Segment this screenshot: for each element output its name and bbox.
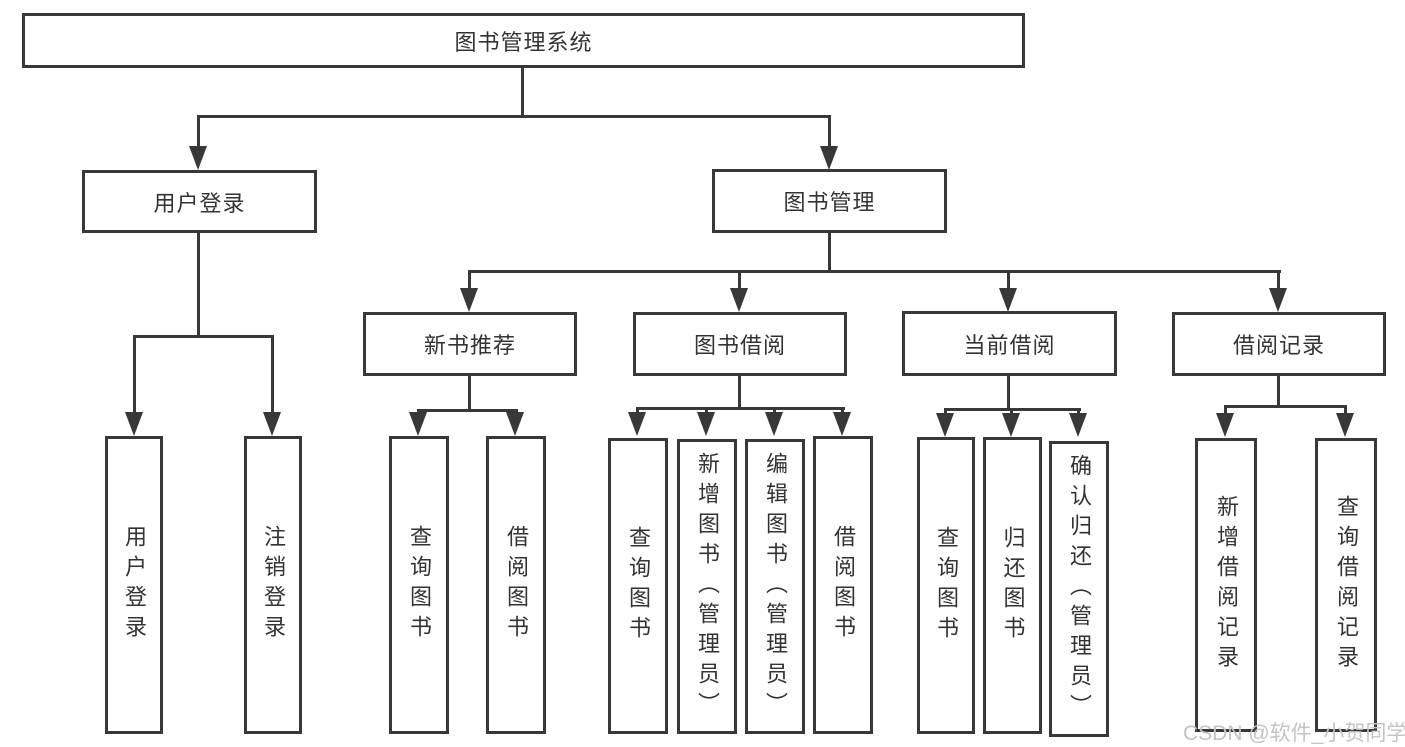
arrow-down-icon <box>765 412 783 436</box>
arrow-down-icon <box>1269 288 1287 312</box>
connector-book-mgmt-vertical <box>828 233 831 270</box>
leaf-label: 新增图书（管理员） <box>695 451 720 722</box>
arrow-down-icon <box>460 288 478 312</box>
node-label: 图书借阅 <box>693 333 786 358</box>
connector-stem-book-mgmt <box>828 115 831 148</box>
leaf-user-login: 用户登录 <box>105 436 163 734</box>
node-user-login: 用户登录 <box>82 170 317 233</box>
arrow-down-icon <box>833 412 851 436</box>
connector-root-horizontal <box>197 115 831 118</box>
leaf-label: 借阅图书 <box>831 525 856 645</box>
leaf-query-books-current: 查询图书 <box>917 437 975 734</box>
node-label: 图书管理 <box>783 190 876 215</box>
leaf-label: 注销登录 <box>261 525 286 645</box>
connector-user-login-horizontal <box>133 335 274 338</box>
arrow-down-icon <box>697 412 715 436</box>
connector-book-borrow-vertical <box>738 376 741 407</box>
node-label: 新书推荐 <box>423 333 516 358</box>
leaf-query-borrow-record: 查询借阅记录 <box>1315 438 1377 732</box>
node-current-borrowing: 当前借阅 <box>902 311 1117 376</box>
connector-stem-book-borrow <box>738 270 741 290</box>
leaf-label: 查询图书 <box>407 525 432 645</box>
arrow-down-icon <box>1069 413 1087 437</box>
leaf-label: 查询图书 <box>934 525 959 646</box>
arrow-down-icon <box>820 146 838 170</box>
arrow-down-icon <box>999 288 1017 312</box>
node-library-management-system: 图书管理系统 <box>22 13 1025 68</box>
leaf-return-books: 归还图书 <box>983 437 1042 734</box>
connector-borrow-record-horizontal <box>1224 405 1346 408</box>
leaf-label: 编辑图书（管理员） <box>763 451 788 722</box>
connector-stem-current-borrow <box>1007 270 1010 290</box>
arrow-down-icon <box>628 412 646 436</box>
connector-stem <box>773 407 776 414</box>
leaf-add-borrow-record: 新增借阅记录 <box>1195 438 1257 732</box>
arrow-down-icon <box>730 288 748 312</box>
connector-new-book-vertical <box>468 376 471 409</box>
connector-stem <box>841 407 844 414</box>
connector-stem-logout-leaf <box>271 335 274 414</box>
connector-root-vertical <box>521 68 524 115</box>
node-label: 图书管理系统 <box>454 29 593 55</box>
connector-current-borrow-vertical <box>1007 376 1010 408</box>
leaf-label: 查询图书 <box>626 526 651 646</box>
leaf-label: 新增借阅记录 <box>1214 495 1239 675</box>
connector-book-borrow-horizontal <box>636 407 845 410</box>
connector-stem-new-book <box>468 270 471 290</box>
arrow-down-icon <box>1336 413 1354 437</box>
connector-new-book-horizontal <box>417 409 518 412</box>
connector-stem <box>944 408 947 414</box>
connector-book-mgmt-horizontal <box>468 270 1281 273</box>
arrow-down-icon <box>263 412 281 436</box>
arrow-down-icon <box>1002 413 1020 437</box>
connector-stem <box>514 409 517 414</box>
leaf-confirm-return-admin: 确认归还（管理员） <box>1049 441 1109 737</box>
leaf-label: 确认归还（管理员） <box>1067 454 1092 724</box>
connector-stem-borrow-record <box>1277 270 1280 290</box>
connector-stem <box>705 407 708 414</box>
leaf-query-books-newrec: 查询图书 <box>389 436 449 734</box>
connector-stem <box>636 407 639 414</box>
connector-stem <box>417 409 420 414</box>
leaf-edit-books-admin: 编辑图书（管理员） <box>745 439 805 734</box>
connector-borrow-record-vertical <box>1277 376 1280 405</box>
leaf-add-books-admin: 新增图书（管理员） <box>677 439 737 734</box>
leaf-label: 用户登录 <box>122 525 147 645</box>
leaf-label: 归还图书 <box>1000 525 1026 646</box>
arrow-down-icon <box>189 146 207 170</box>
node-label: 用户登录 <box>153 190 246 216</box>
arrow-down-icon <box>1216 413 1234 437</box>
arrow-down-icon <box>409 412 427 436</box>
node-book-borrowing: 图书借阅 <box>633 312 847 376</box>
node-label: 当前借阅 <box>963 332 1056 358</box>
node-borrowing-records: 借阅记录 <box>1172 312 1386 376</box>
connector-stem-user-login <box>197 115 200 148</box>
connector-stem <box>1010 408 1013 414</box>
arrow-down-icon <box>936 413 954 437</box>
arrow-down-icon <box>506 412 524 436</box>
leaf-label: 借阅图书 <box>504 525 529 645</box>
connector-stem-login-leaf <box>133 335 136 414</box>
leaf-borrow-books-newrec: 借阅图书 <box>486 436 546 734</box>
leaf-label: 查询借阅记录 <box>1334 495 1359 675</box>
arrow-down-icon <box>125 412 143 436</box>
node-book-management: 图书管理 <box>712 169 947 233</box>
node-new-book-recommendation: 新书推荐 <box>363 312 577 376</box>
connector-user-login-vertical <box>197 233 200 335</box>
leaf-logout: 注销登录 <box>244 436 302 734</box>
connector-stem <box>1077 408 1080 414</box>
leaf-borrow-books-borrowing: 借阅图书 <box>813 436 873 734</box>
csdn-watermark: CSDN @软件_小贺同学 <box>1183 722 1405 745</box>
connector-stem <box>1224 405 1227 414</box>
leaf-query-books-borrowing: 查询图书 <box>608 438 668 734</box>
node-label: 借阅记录 <box>1232 333 1325 358</box>
connector-stem <box>1344 405 1347 414</box>
